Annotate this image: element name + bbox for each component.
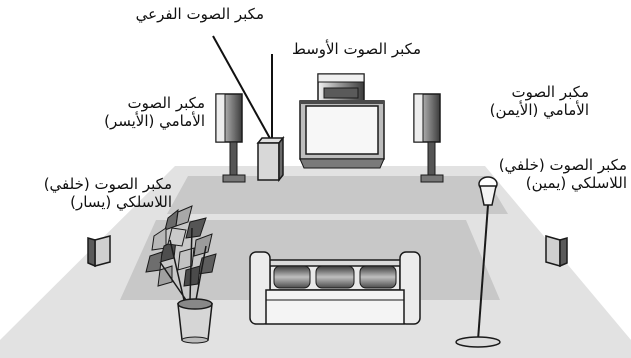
front-right-label-line-1: مكبر الصوت (490, 83, 589, 101)
front-left-label-line-2: الأمامي (الأيسر) (104, 112, 205, 130)
center-label-line-1: مكبر الصوت الأوسط (292, 40, 421, 58)
rear-left-label-line-2: اللاسلكي (يسار) (44, 193, 172, 211)
center-speaker (318, 74, 364, 104)
front-left-speaker-label: مكبر الصوت الأمامي (الأيسر) (104, 94, 205, 130)
front-right-speaker-label: مكبر الصوت الأمامي (الأيمن) (490, 83, 589, 119)
rear-right-speaker-label: مكبر الصوت (خلفي) اللاسلكي (يمين) (499, 156, 627, 192)
rear-right-speaker (546, 236, 567, 266)
front-right-label-line-2: الأمامي (الأيمن) (490, 101, 589, 119)
subwoofer-label: مكبر الصوت الفرعي (136, 5, 264, 23)
rear-right-label-line-1: مكبر الصوت (خلفي) (499, 156, 627, 174)
front-left-label-line-1: مكبر الصوت (104, 94, 205, 112)
rear-left-speaker-label: مكبر الصوت (خلفي) اللاسلكي (يسار) (44, 175, 172, 211)
subwoofer (258, 138, 283, 180)
rug-back (167, 176, 508, 214)
rear-left-label-line-1: مكبر الصوت (خلفي) (44, 175, 172, 193)
rear-right-label-line-2: اللاسلكي (يمين) (499, 174, 627, 192)
television (300, 100, 384, 168)
rear-left-speaker (88, 236, 110, 266)
sofa (250, 252, 420, 324)
subwoofer-label-line-1: مكبر الصوت الفرعي (136, 5, 264, 23)
center-speaker-label: مكبر الصوت الأوسط (292, 40, 421, 58)
